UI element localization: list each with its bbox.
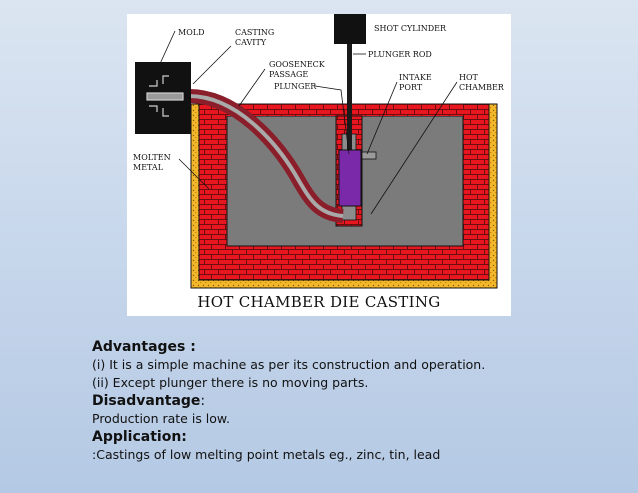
shot-cylinder bbox=[334, 14, 366, 44]
label-molten-metal-2: METAL bbox=[133, 163, 164, 172]
label-plunger-rod: PLUNGER ROD bbox=[368, 50, 432, 59]
plunger bbox=[338, 149, 362, 207]
label-intake-port-2: PORT bbox=[399, 83, 423, 92]
disadvantage-heading-line: Disadvantage: bbox=[92, 392, 612, 410]
advantage-item-2: (ii) Except plunger there is no moving p… bbox=[92, 375, 369, 390]
label-hot-chamber-1: HOT bbox=[459, 73, 479, 82]
advantage-item-1: (i) It is a simple machine as per its co… bbox=[92, 357, 486, 372]
application-heading: Application: bbox=[92, 429, 187, 445]
label-casting-cavity-2: CAVITY bbox=[235, 38, 267, 47]
disadvantage-item: Production rate is low. bbox=[92, 411, 230, 426]
label-molten-metal-1: MOLTEN bbox=[133, 153, 171, 162]
advantages-heading: Advantages : bbox=[92, 339, 196, 355]
plunger-rod bbox=[347, 44, 352, 154]
label-intake-port-1: INTAKE bbox=[399, 73, 432, 82]
label-gooseneck-1: GOOSENECK bbox=[269, 60, 326, 69]
notes-section: Advantages : (i) It is a simple machine … bbox=[92, 338, 612, 464]
label-gooseneck-2: PASSAGE bbox=[269, 70, 308, 79]
diagram-caption: HOT CHAMBER DIE CASTING bbox=[197, 293, 440, 311]
intake-port bbox=[361, 151, 377, 160]
pot-air-space bbox=[227, 104, 463, 116]
application-item: :Castings of low melting point metals eg… bbox=[92, 447, 441, 462]
diagram-svg: MOLD CASTING CAVITY SHOT CYLINDER GOOSEN… bbox=[133, 14, 505, 311]
label-plunger: PLUNGER bbox=[274, 82, 317, 91]
disadvantage-colon: : bbox=[200, 393, 206, 409]
label-shot-cylinder: SHOT CYLINDER bbox=[374, 24, 447, 33]
disadvantage-heading: Disadvantage bbox=[92, 393, 201, 409]
die-casting-diagram: MOLD CASTING CAVITY SHOT CYLINDER GOOSEN… bbox=[127, 14, 511, 316]
gooseneck-channel bbox=[188, 94, 344, 218]
casting-cavity bbox=[146, 75, 184, 117]
leader-lines bbox=[158, 30, 458, 215]
label-mold: MOLD bbox=[178, 28, 204, 37]
label-casting-cavity-1: CASTING bbox=[235, 28, 274, 37]
label-hot-chamber-2: CHAMBER bbox=[459, 83, 505, 92]
